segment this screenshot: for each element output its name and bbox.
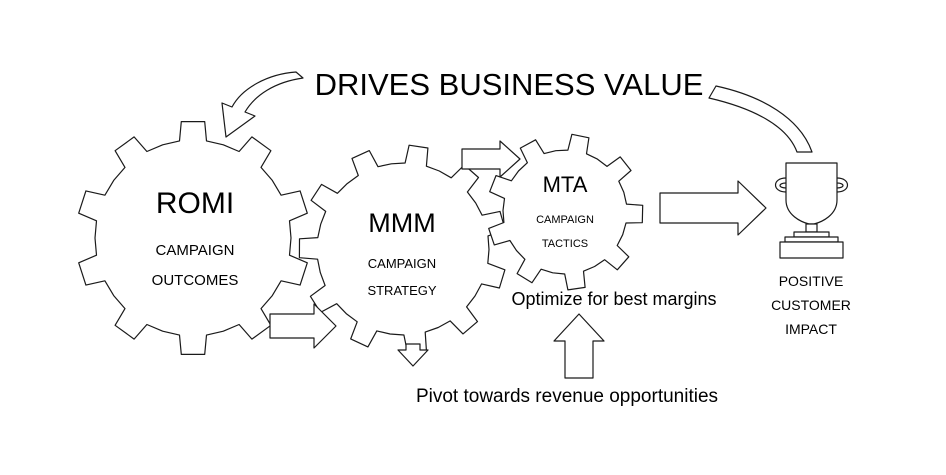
curved-arrow-left-icon [221, 71, 304, 138]
outcome-line3: IMPACT [785, 321, 837, 337]
outcome-line2: CUSTOMER [771, 297, 851, 313]
arrow-down-pivot-icon [397, 343, 429, 367]
arrow-up-optimize-icon [553, 313, 605, 379]
gear-romi-title: ROMI [156, 187, 234, 220]
gear-mmm-line1: CAMPAIGN [368, 256, 436, 271]
gear-mmm-line2: STRATEGY [367, 283, 436, 298]
gear-mta-title: MTA [543, 172, 588, 197]
gear-mta-line1: CAMPAIGN [536, 214, 594, 226]
curved-arrow-right-icon [708, 85, 813, 153]
note-pivot: Pivot towards revenue opportunities [416, 386, 718, 407]
arrow-romi-to-mmm-icon [269, 303, 337, 349]
gear-romi-line2: OUTCOMES [152, 272, 239, 289]
gear-mta-icon [488, 133, 644, 291]
headline: DRIVES BUSINESS VALUE [315, 67, 704, 102]
arrow-mta-to-trophy-icon [659, 180, 767, 236]
arrow-mmm-to-mta-icon [461, 140, 521, 178]
gear-romi-icon [78, 121, 308, 355]
gear-mmm-title: MMM [368, 208, 435, 238]
note-optimize: Optimize for best margins [511, 289, 716, 309]
trophy-icon [774, 162, 849, 259]
gear-mta-line2: TACTICS [542, 238, 588, 250]
outcome-line1: POSITIVE [779, 273, 844, 289]
gear-romi-line1: CAMPAIGN [156, 242, 235, 259]
